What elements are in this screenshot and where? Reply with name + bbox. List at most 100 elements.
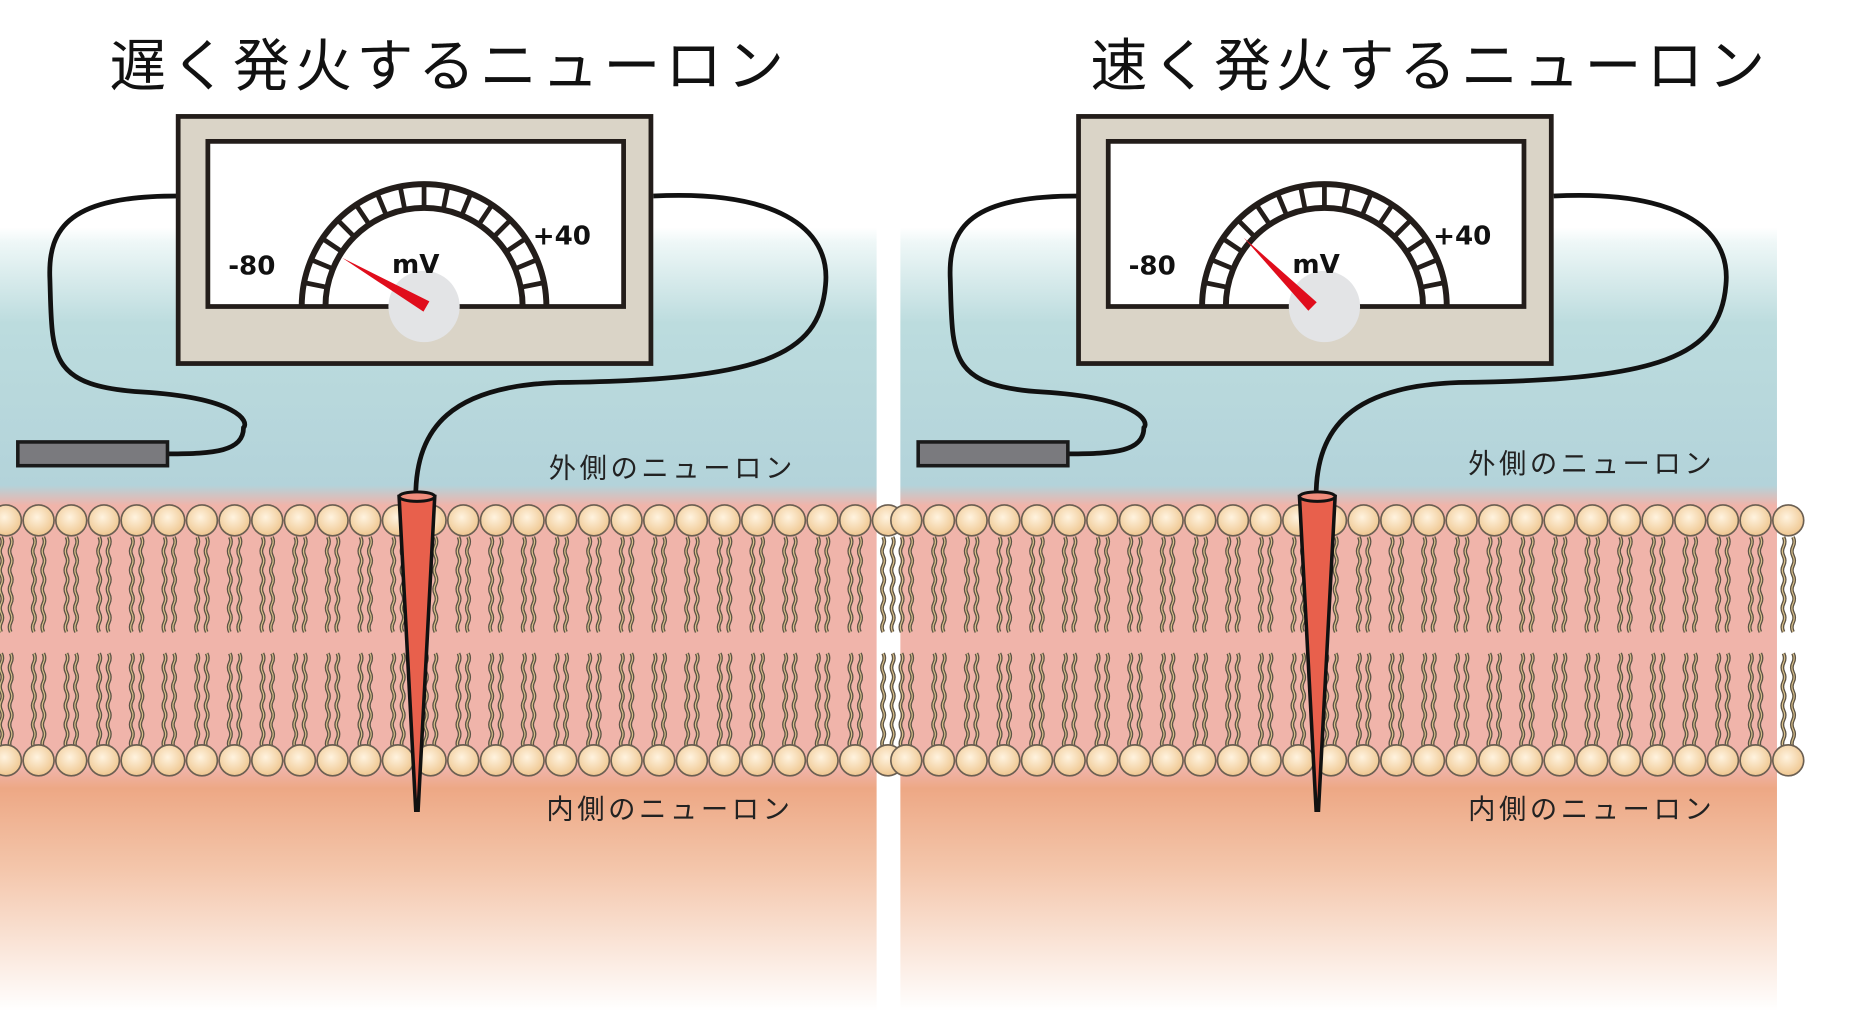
lipid-tail-highlight bbox=[522, 653, 526, 749]
lipid-tail-highlight bbox=[368, 653, 372, 749]
lipid-head-inner bbox=[1151, 744, 1184, 777]
outside-neuron-label: 外側のニューロン bbox=[548, 453, 796, 485]
lipid-tail-highlight bbox=[554, 653, 559, 749]
lipid-head-inner bbox=[479, 744, 513, 777]
lipid-tail-highlight bbox=[400, 653, 405, 749]
lipid-tail-highlight bbox=[64, 536, 69, 633]
lipid-tail-highlight bbox=[1553, 536, 1557, 633]
lipid-tail-highlight bbox=[106, 653, 111, 749]
lipid-tail-highlight bbox=[1072, 653, 1077, 749]
lipid-tail-highlight bbox=[1464, 653, 1469, 749]
lipid-head-outer bbox=[1706, 504, 1740, 537]
lipid-tail-highlight bbox=[302, 653, 307, 749]
lipid-tail-highlight bbox=[139, 536, 144, 633]
lipid-tail-highlight bbox=[1291, 653, 1296, 749]
lipid-head-inner bbox=[1184, 744, 1217, 777]
dial-tick bbox=[303, 280, 328, 290]
panel-title: 速く発火するニューロン bbox=[1090, 33, 1770, 100]
lipid-tail-highlight bbox=[662, 653, 666, 749]
lipid-head-outer bbox=[1020, 504, 1054, 537]
dial-tick bbox=[1221, 236, 1244, 254]
lipid-head-outer bbox=[316, 504, 349, 537]
dial-tick bbox=[1298, 186, 1308, 211]
lipid-tail-highlight bbox=[489, 653, 493, 749]
lipid-head-outer bbox=[1184, 504, 1217, 537]
lipid-head-outer bbox=[283, 504, 317, 537]
lipid-tail-highlight bbox=[1660, 536, 1665, 633]
lipid-tail-highlight bbox=[1399, 536, 1403, 633]
lipid-head-outer bbox=[22, 504, 55, 537]
lipid-head-inner bbox=[446, 744, 480, 777]
lipid-tail-highlight bbox=[1758, 653, 1763, 749]
lipid-tail-highlight bbox=[1422, 536, 1426, 633]
lipid-tail-highlight bbox=[293, 653, 297, 749]
lipid-tail-highlight bbox=[358, 653, 363, 749]
lipid-head-outer bbox=[1445, 504, 1478, 537]
lipid-head-inner bbox=[381, 744, 415, 777]
lipid-head-inner bbox=[1608, 744, 1642, 777]
dial-tick bbox=[1254, 203, 1272, 226]
lipid-head-outer bbox=[773, 504, 807, 537]
lipid-tail-highlight bbox=[727, 653, 732, 749]
lipid-tail-highlight bbox=[825, 536, 830, 633]
lipid-tail-highlight bbox=[620, 653, 624, 749]
lipid-tail-highlight bbox=[8, 653, 13, 749]
lipid-tail-highlight bbox=[326, 536, 330, 633]
outside-neuron-label: 外側のニューロン bbox=[1468, 449, 1716, 480]
lipid-tail-highlight bbox=[162, 653, 167, 749]
lipid-tail-highlight bbox=[1529, 653, 1534, 749]
lipid-head-inner bbox=[1249, 744, 1282, 777]
lipid-tail-highlight bbox=[858, 653, 862, 749]
dial-max-label: +40 bbox=[533, 222, 591, 252]
lipid-head-inner bbox=[806, 744, 839, 777]
lipid-head-inner bbox=[250, 744, 284, 777]
lipid-tail-highlight bbox=[1128, 653, 1132, 749]
lipid-tail-highlight bbox=[1431, 536, 1436, 633]
dial-tick bbox=[1420, 280, 1445, 290]
lipid-head-inner bbox=[988, 744, 1021, 777]
lipid-tail-highlight bbox=[909, 653, 913, 749]
lipid-tail-highlight bbox=[997, 653, 1002, 749]
panel-title: 遅く発火するニューロン bbox=[109, 33, 789, 100]
lipid-tail-highlight bbox=[0, 536, 3, 633]
lipid-head-outer bbox=[1380, 504, 1413, 537]
lipid-tail-highlight bbox=[1562, 536, 1567, 633]
lipid-head-inner bbox=[642, 744, 676, 777]
lipid-tail-highlight bbox=[1520, 653, 1524, 749]
lipid-head-inner bbox=[1020, 744, 1054, 777]
lipid-tail-highlight bbox=[596, 653, 601, 749]
lipid-head-inner bbox=[1412, 744, 1446, 777]
lipid-tail-highlight bbox=[32, 653, 36, 749]
voltmeter-needle bbox=[1243, 237, 1317, 311]
lipid-head-outer bbox=[54, 504, 88, 537]
lipid-tail-highlight bbox=[1749, 653, 1753, 749]
lipid-head-outer bbox=[512, 504, 545, 537]
lipid-head-outer bbox=[577, 504, 611, 537]
lipid-head-outer bbox=[0, 504, 23, 537]
lipid-tail-highlight bbox=[1259, 653, 1263, 749]
lipid-tail-highlight bbox=[97, 653, 101, 749]
lipid-tail-highlight bbox=[358, 536, 363, 633]
lipid-tail-highlight bbox=[1366, 653, 1371, 749]
dial-max-label: +40 bbox=[1433, 222, 1491, 252]
lipid-head-inner bbox=[1706, 744, 1740, 777]
lipid-tail-highlight bbox=[1389, 536, 1394, 633]
lipid-head-inner bbox=[87, 744, 121, 777]
lipid-tail-highlight bbox=[368, 536, 372, 633]
lipid-head-outer bbox=[544, 504, 578, 537]
lipid-tail-highlight bbox=[41, 653, 46, 749]
lipid-tail-highlight bbox=[195, 653, 199, 749]
lipid-head-outer bbox=[1673, 504, 1707, 537]
lipid-tail-highlight bbox=[1487, 653, 1492, 749]
lipid-tail-highlight bbox=[909, 536, 913, 633]
lipid-tail-highlight bbox=[270, 653, 274, 749]
lipid-head-inner bbox=[1641, 744, 1674, 777]
lipid-head-inner bbox=[890, 744, 923, 777]
lipid-tail-highlight bbox=[1366, 536, 1371, 633]
dial-tick bbox=[476, 203, 494, 226]
lipid-head-inner bbox=[1216, 744, 1250, 777]
lipid-head-inner bbox=[54, 744, 88, 777]
